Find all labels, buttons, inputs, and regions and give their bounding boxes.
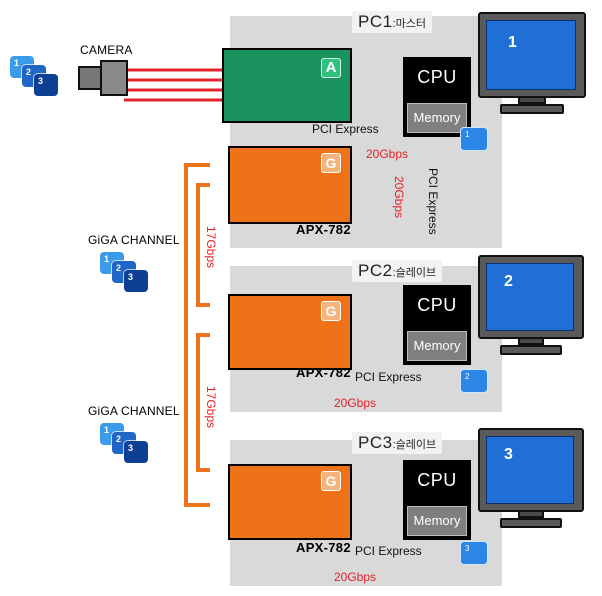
giga-channel-cable <box>184 163 210 507</box>
pc1-pci-label: PCI Express <box>312 122 379 136</box>
pc1-pci-vertical: PCI Express <box>426 168 440 235</box>
pc2-name: PC2 <box>358 261 393 280</box>
pc3-role: :슬레이브 <box>392 439 437 451</box>
tile-3: 3 <box>34 74 58 96</box>
pc1-screen <box>486 20 576 90</box>
pc2-pci-label: PCI Express <box>355 370 422 384</box>
pc3-card-model: APX-782 <box>296 540 351 555</box>
g-logo-icon: G <box>321 471 341 491</box>
pc2-title: PC2:슬레이브 <box>352 260 443 282</box>
pc3-screen <box>486 436 574 504</box>
monitor-icon: 1 <box>478 12 586 120</box>
monitor-icon: 2 <box>478 255 584 361</box>
giga-channel-label-2: GiGA CHANNEL <box>88 404 180 418</box>
pc1-link-speed-vertical: 20Gbps <box>392 176 406 219</box>
pc1-link-speed: 20Gbps <box>366 147 409 161</box>
pc3-link-speed: 20Gbps <box>334 570 377 584</box>
pc2-memory: Memory <box>407 331 467 361</box>
pc2-role: :슬레이브 <box>392 267 437 279</box>
pc2-apx-card <box>228 294 352 370</box>
pc2-monitor-number: 2 <box>504 273 513 290</box>
pc1-monitor-number: 1 <box>508 34 517 51</box>
pc1-memory: Memory <box>407 103 467 133</box>
monitor-icon: 3 <box>478 428 584 534</box>
pc1-cpu-label: CPU <box>417 67 457 87</box>
giga-channel-label-1: GiGA CHANNEL <box>88 233 180 247</box>
pc2-card-model: APX-782 <box>296 365 351 380</box>
g-logo-icon: G <box>321 153 341 173</box>
pc1-role: :마스터 <box>392 18 426 30</box>
pc2-screen-tile: 2 <box>460 369 488 393</box>
pc3-cpu-label: CPU <box>417 470 457 490</box>
giga-speed-1: 17Gbps <box>204 226 218 269</box>
pc2-cpu: CPU Memory <box>403 285 471 365</box>
pc3-pci-label: PCI Express <box>355 544 422 558</box>
pc1-cpu: CPU Memory <box>403 57 471 137</box>
pc3-title: PC3:슬레이브 <box>352 432 443 454</box>
pc2-cpu-label: CPU <box>417 295 457 315</box>
camera-label: CAMERA <box>80 43 133 57</box>
a-logo-icon: A <box>321 58 341 78</box>
pc2-screen <box>486 263 574 331</box>
pc3-name: PC3 <box>358 433 393 452</box>
pc1-title: PC1:마스터 <box>352 11 432 33</box>
pc1-card-model: APX-782 <box>296 222 351 237</box>
pc2-link-speed: 20Gbps <box>334 396 377 410</box>
pc3-memory: Memory <box>407 506 467 536</box>
pc1-name: PC1 <box>358 12 393 31</box>
pc3-monitor-number: 3 <box>504 446 513 463</box>
camera-cable <box>124 68 225 102</box>
camera-icon <box>78 58 128 98</box>
pc3-cpu: CPU Memory <box>403 460 471 540</box>
giga-speed-2: 17Gbps <box>204 386 218 429</box>
pc1-screen-tile: 1 <box>460 127 488 151</box>
g-logo-icon: G <box>321 301 341 321</box>
pc3-screen-tile: 3 <box>460 541 488 565</box>
